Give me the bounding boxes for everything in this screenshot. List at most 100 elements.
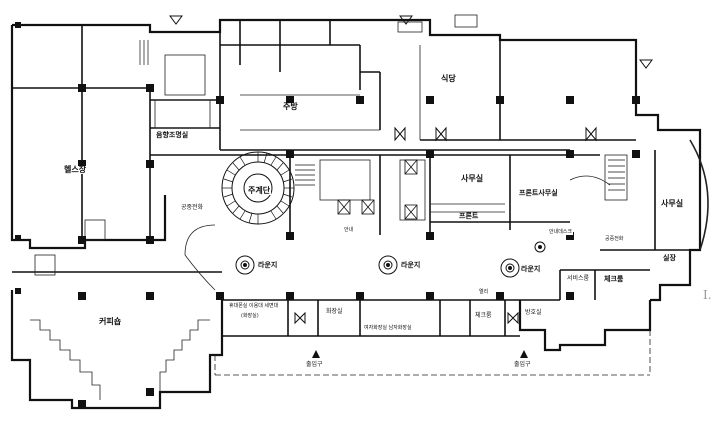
door-icon xyxy=(585,126,597,142)
elevator-icon xyxy=(337,199,351,215)
door-icon xyxy=(294,311,306,325)
label-entrance-left: 출입구 xyxy=(305,361,324,368)
label-phone-right: 공중전화 xyxy=(604,236,625,242)
lobby-plant-icon xyxy=(500,258,520,278)
outer-wall xyxy=(12,18,702,302)
upper-right-block xyxy=(454,14,478,28)
label-fitness: 헬스장 xyxy=(63,165,88,174)
column xyxy=(566,232,574,240)
column xyxy=(426,292,434,300)
left-small-room xyxy=(34,254,56,276)
column xyxy=(566,96,574,104)
label-guide-desk: 안내데스크 xyxy=(548,229,574,235)
column xyxy=(356,96,364,104)
left-wall xyxy=(10,25,167,250)
label-toilet: 화장실 xyxy=(325,308,344,315)
column xyxy=(286,150,294,158)
label-lounge-1: 라운지 xyxy=(257,261,279,269)
lobby-plant-icon xyxy=(235,255,255,275)
lobby-arc2 xyxy=(184,254,216,291)
coffee-wall xyxy=(10,290,224,410)
label-guest-room: 방호실 xyxy=(524,309,543,316)
column xyxy=(496,292,504,300)
label-guide: 안내 xyxy=(343,227,355,233)
lobby-arc xyxy=(184,224,216,256)
shaft1 xyxy=(164,54,206,96)
column xyxy=(78,236,86,244)
coffee-step-left xyxy=(30,319,101,400)
column xyxy=(216,96,224,104)
right-arc xyxy=(689,139,709,251)
lobby-plant-icon xyxy=(378,255,398,275)
label-shop-row: 휴대폰실 이용대 세면대 xyxy=(228,303,280,309)
column xyxy=(286,96,294,104)
lower-right-wall xyxy=(518,300,652,352)
north-marker-icon xyxy=(399,15,413,25)
label-lounge-3: 라운지 xyxy=(520,265,542,273)
elevator-icon xyxy=(404,159,418,175)
label-sauna: 음향조명실 xyxy=(155,131,190,139)
north-marker-icon xyxy=(169,15,183,25)
label-coffee-shop: 커피숍 xyxy=(98,317,123,326)
column xyxy=(15,288,21,294)
label-lounge-2: 라운지 xyxy=(400,261,422,269)
entrance-left-arrow-icon xyxy=(312,350,320,358)
stair-hatch xyxy=(608,159,625,191)
label-kitchen: 주방 xyxy=(282,102,299,111)
column xyxy=(78,400,86,408)
label-check-room: 체크룸 xyxy=(603,275,625,283)
label-elevator-small: 엘리 xyxy=(478,289,490,295)
label-room-right: 실장 xyxy=(662,254,677,262)
side-mark: I. xyxy=(703,288,712,302)
elevator-icon xyxy=(361,199,375,215)
column xyxy=(78,160,86,168)
column xyxy=(78,84,86,92)
door-icon xyxy=(507,311,519,325)
left-small-room2 xyxy=(84,219,106,241)
coffee-step-right xyxy=(159,319,210,392)
column xyxy=(146,236,154,244)
door-icon xyxy=(435,126,447,142)
column xyxy=(356,292,364,300)
stair-hatch xyxy=(295,164,315,186)
door-icon xyxy=(394,126,406,142)
elevator-box1 xyxy=(319,159,371,201)
label-check-room-2: 체크룸 xyxy=(474,312,493,319)
upper-right-block2 xyxy=(397,21,423,33)
label-toilet-sub: 여자화장실 남자화장실 xyxy=(363,325,413,331)
label-restaurant: 식당 xyxy=(440,74,457,83)
label-shop-row-sub: (화장실) xyxy=(240,313,260,319)
label-service-room: 서비스룸 xyxy=(566,275,591,282)
entrance-right-arrow-icon xyxy=(520,350,528,358)
column xyxy=(15,235,21,241)
column xyxy=(566,292,574,300)
label-front: 프론트 xyxy=(458,212,480,220)
right-stair-rect xyxy=(604,154,628,201)
label-entrance-right: 출입구 xyxy=(513,361,532,368)
column xyxy=(146,388,154,396)
column xyxy=(15,22,21,28)
stair-hatch xyxy=(139,40,149,65)
column xyxy=(496,96,504,104)
column xyxy=(146,84,154,92)
column xyxy=(426,150,434,158)
column xyxy=(216,292,224,300)
main-staircase-icon xyxy=(221,151,295,225)
column xyxy=(632,96,640,104)
label-phone-left: 공중전화 xyxy=(180,204,205,211)
elevator-icon xyxy=(404,204,418,220)
column xyxy=(286,292,294,300)
right-curve-corridor xyxy=(569,175,611,186)
column xyxy=(78,292,86,300)
shaft2 xyxy=(154,99,211,129)
north-marker-icon xyxy=(639,59,653,69)
column xyxy=(426,96,434,104)
column xyxy=(566,150,574,158)
column xyxy=(632,150,640,158)
small-plant-icon xyxy=(534,241,546,253)
column xyxy=(286,232,294,240)
label-office-right: 사무실 xyxy=(660,199,685,208)
label-office-center: 사무실 xyxy=(460,174,485,183)
